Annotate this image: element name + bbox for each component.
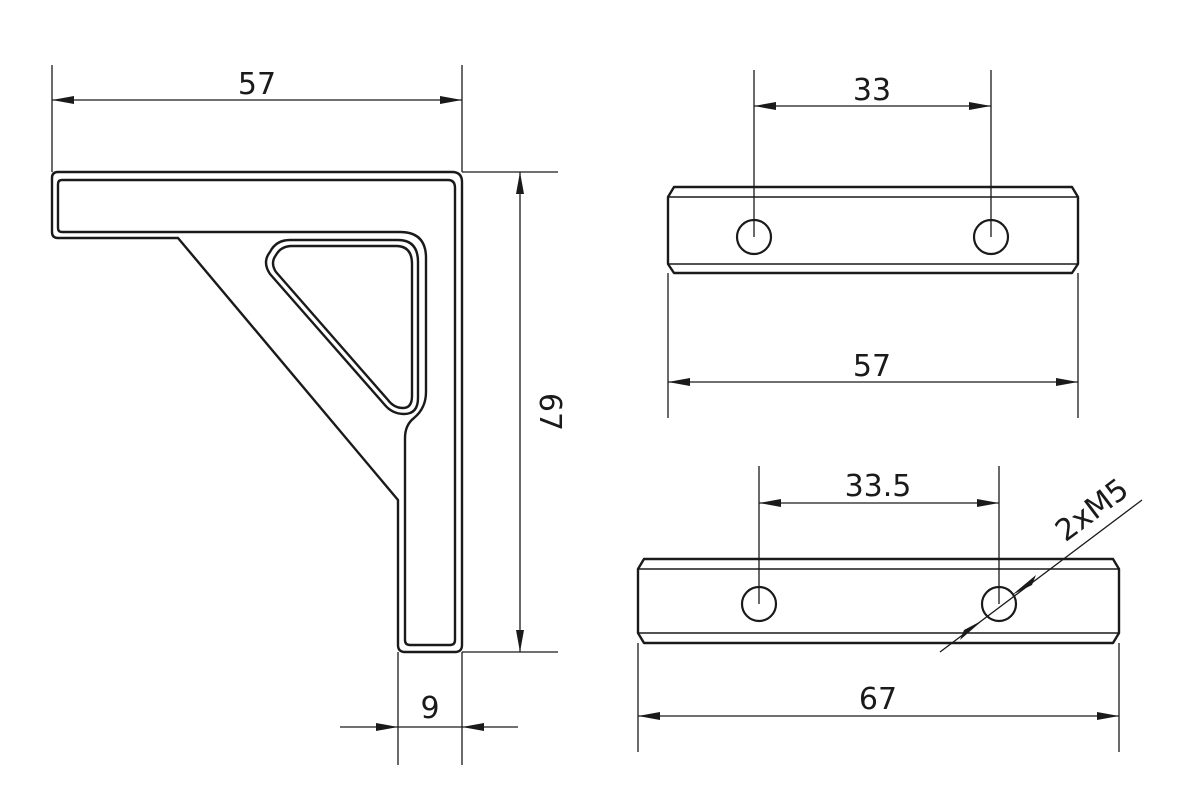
- dim-height-67: 67: [462, 171, 567, 653]
- bracket-inner-profile: [56, 178, 457, 647]
- bracket-triangle-cutout: [264, 238, 420, 416]
- bracket-side-view: 57 67 9: [50, 65, 567, 765]
- long-bar-outline: [636, 557, 1121, 645]
- bracket-triangle-cutout-inner: [271, 244, 414, 410]
- dim-length-67-label: 67: [859, 682, 897, 717]
- dim-height-label: 67: [532, 393, 567, 431]
- dim-length-57: 57: [667, 273, 1079, 418]
- dim-length-57-label: 57: [853, 349, 891, 384]
- dim-hole-spacing-33: 33: [753, 70, 992, 237]
- bracket-top-view-short: 33 57: [666, 70, 1080, 418]
- bracket-top-view-long: 33.5 2xM5 67: [636, 466, 1143, 752]
- dim-hole-spacing-33-label: 33: [853, 73, 891, 108]
- dim-width-label: 57: [238, 67, 276, 102]
- short-bar-outline: [666, 185, 1080, 275]
- dim-length-67: 67: [637, 643, 1120, 752]
- bracket-outer-profile: [50, 170, 464, 654]
- dim-thickness-9: 9: [340, 652, 518, 765]
- dim-width-57: 57: [51, 65, 463, 172]
- dim-thickness-label: 9: [420, 691, 439, 726]
- dim-hole-spacing-33-5-label: 33.5: [845, 469, 912, 504]
- dim-hole-spacing-33-5: 33.5: [758, 466, 1000, 604]
- thread-callout-leader: 2xM5: [939, 472, 1143, 653]
